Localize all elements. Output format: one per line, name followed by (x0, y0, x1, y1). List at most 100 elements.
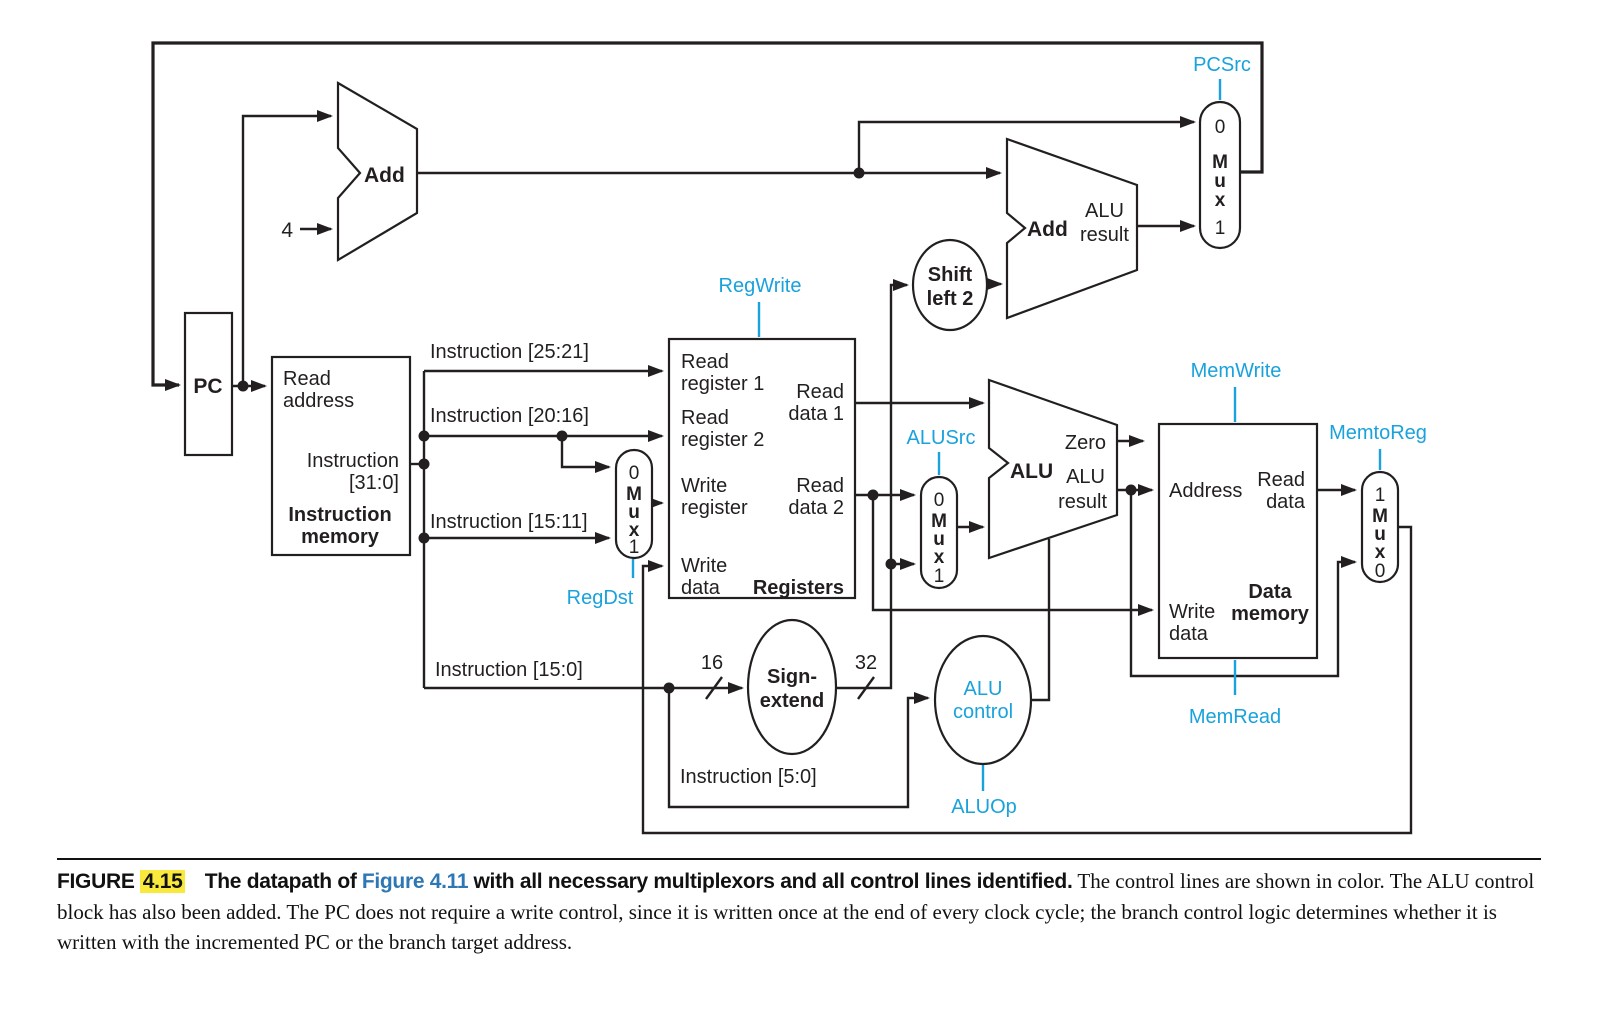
mux-alusrc: 0 M u x 1 (919, 475, 959, 590)
pc-block: PC (183, 311, 234, 457)
wire-pc-to-adder (241, 110, 333, 386)
mux-memtoreg-x: x (1375, 542, 1386, 563)
registers-read-reg1-label2: register 1 (681, 373, 764, 395)
caption-bold-post: with all necessary multiplexors and all … (473, 870, 1073, 893)
label-aluop: ALUOp (951, 796, 1017, 818)
mux-memtoreg-in0-label: 0 (1375, 561, 1386, 582)
junction-read-data2 (867, 489, 879, 501)
registers-write-data-label: Write (681, 555, 727, 577)
shift-left2-body (911, 238, 989, 332)
instruction-memory-block: Read address Instruction [31:0] Instruct… (270, 355, 412, 557)
mux-pcsrc-u: u (1214, 171, 1226, 192)
slash-16-bit (705, 676, 723, 700)
branch-adder-result-label: ALU (1085, 200, 1124, 222)
junction-bus-15-11 (418, 532, 430, 544)
registers-read-reg1-label: Read (681, 351, 729, 373)
caption-figure-number: 4.15 (139, 870, 186, 893)
alu-label: ALU (1010, 460, 1053, 483)
mux-memtoreg-in1-label: 1 (1375, 485, 1386, 506)
branch-adder-body (1005, 137, 1139, 320)
caption-bold-pre: The datapath of (204, 870, 357, 893)
registers-read-data1-label2: data 1 (788, 403, 844, 425)
wire-instr-20-16-to-mux (560, 436, 611, 473)
branch-adder-label: Add (1027, 218, 1068, 241)
label-regwrite: RegWrite (719, 275, 802, 297)
alu-result-label2: result (1058, 491, 1107, 513)
dmem-title2: memory (1231, 603, 1310, 625)
wire-labels: Instruction [25:21] Instruction [20:16] … (430, 341, 877, 788)
label-regdst: RegDst (567, 587, 634, 609)
control-signal-labels: PCSrc RegWrite RegDst ALUSrc MemWrite Me… (567, 54, 1427, 818)
sign-extend-body (746, 618, 838, 756)
dmem-read-data-label: Read (1257, 469, 1305, 491)
mux-alusrc-u: u (933, 529, 945, 550)
alu-body (987, 378, 1119, 560)
imem-title2: memory (301, 526, 380, 548)
wires (151, 41, 1413, 835)
control-lines (631, 79, 1382, 791)
mux-regdst-in1-label: 1 (629, 537, 640, 558)
label-bus-width-32: 32 (855, 652, 877, 674)
dmem-title: Data (1248, 581, 1292, 603)
dmem-address-label: Address (1169, 480, 1242, 502)
mux-alusrc-in0-label: 0 (934, 490, 945, 511)
imem-read-address-label2: address (283, 390, 354, 412)
wire-writeback (641, 525, 1413, 835)
slash-32-bit (857, 676, 875, 700)
mux-pcsrc-x: x (1215, 190, 1226, 211)
sign-extend-label: Sign- (767, 666, 817, 688)
sign-extend-label2: extend (760, 690, 824, 712)
branch-adder-result-label2: result (1080, 224, 1129, 246)
mux-alusrc-m: M (931, 511, 947, 532)
registers-write-reg-label: Write (681, 475, 727, 497)
label-alusrc: ALUSrc (907, 427, 976, 449)
imem-output-label2: [31:0] (349, 472, 399, 494)
imem-title: Instruction (288, 504, 391, 526)
alu-zero-label: Zero (1065, 432, 1106, 454)
label-memwrite: MemWrite (1191, 360, 1282, 382)
junction-15-0 (663, 682, 675, 694)
mux-pcsrc-in0-label: 0 (1215, 117, 1226, 138)
label-instr-20-16: Instruction [20:16] (430, 405, 589, 427)
mux-regdst-u: u (628, 502, 640, 523)
mux-regdst-body (614, 448, 654, 560)
label-instr-15-0: Instruction [15:0] (435, 659, 583, 681)
sign-extend-block: Sign- extend (746, 618, 838, 756)
dmem-read-data-label2: data (1266, 491, 1306, 513)
label-instr-25-21: Instruction [25:21] (430, 341, 589, 363)
data-memory-block: Address Read data Write data Data memory (1157, 422, 1319, 660)
junction-pc-out (237, 380, 249, 392)
wire-read-data2-to-dmem (871, 495, 1154, 616)
caption-figure-ref[interactable]: Figure 4.11 (361, 870, 469, 893)
registers-read-data2-label: Read (796, 475, 844, 497)
wire-alu-control-out (1032, 539, 1051, 702)
junction-bus-instr (418, 458, 430, 470)
branch-adder-block: Add ALU result (1005, 137, 1139, 320)
shift-left2-label2: left 2 (927, 288, 974, 310)
junction-20-16-branch (556, 430, 568, 442)
label-pcsrc: PCSrc (1193, 54, 1251, 76)
instruction-memory-body (270, 355, 412, 557)
label-bus-width-16: 16 (701, 652, 723, 674)
junction-alu-result (1125, 484, 1137, 496)
alu-result-label: ALU (1066, 466, 1105, 488)
mux-regdst-x: x (629, 520, 640, 541)
mux-alusrc-body (919, 475, 959, 590)
pc-adder-body (336, 81, 419, 262)
mux-regdst: 0 M u x 1 (614, 448, 654, 560)
wire-sign-extend-out (836, 279, 909, 690)
label-memtoreg: MemtoReg (1329, 422, 1427, 444)
registers-read-data2-label2: data 2 (788, 497, 844, 519)
registers-write-reg-label2: register (681, 497, 748, 519)
caption-body: The control lines are shown in color. Th… (57, 869, 1535, 954)
mux-pcsrc-m: M (1212, 152, 1228, 173)
alu-control-label2: control (953, 701, 1013, 723)
pc-body (183, 311, 234, 457)
mux-memtoreg-u: u (1374, 524, 1386, 545)
pc-adder-block: Add (336, 81, 419, 262)
mux-alusrc-in1-label: 1 (934, 566, 945, 587)
data-memory-body (1157, 422, 1319, 660)
caption-rule (57, 858, 1541, 860)
mux-memtoreg-m: M (1372, 506, 1388, 527)
figure-caption: FIGURE 4.15 The datapath of Figure 4.11 … (57, 866, 1543, 957)
